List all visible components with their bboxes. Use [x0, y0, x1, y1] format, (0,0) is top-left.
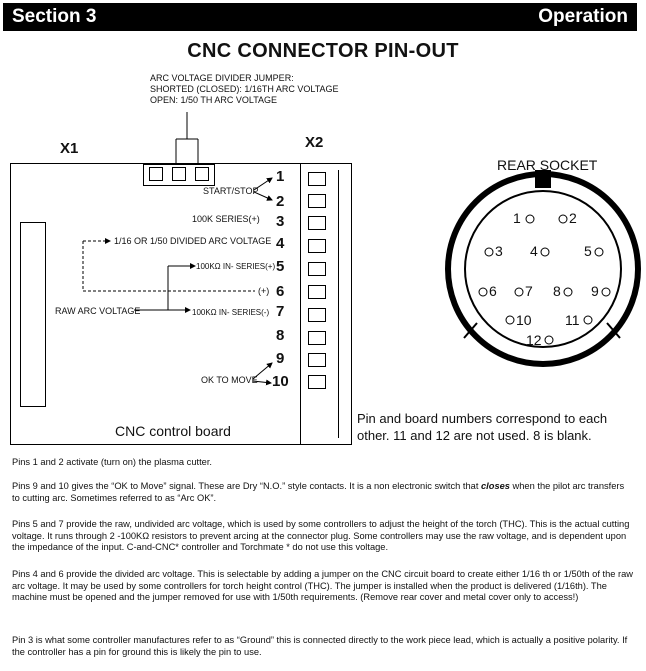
jumper-pin-b: [172, 167, 186, 181]
page-title: CNC CONNECTOR PIN-OUT: [187, 40, 459, 62]
x1-label: X1: [60, 140, 79, 157]
socket-pin-label: 1: [513, 210, 521, 226]
socket-pin-label: 3: [495, 243, 503, 259]
socket-pin-label: 9: [591, 283, 599, 299]
paragraph-pins-4-6: Pins 4 and 6 provide the divided arc vol…: [12, 569, 634, 602]
socket-outer-ring: [445, 171, 641, 367]
label-start-stop: START/STOP: [203, 186, 259, 196]
x2-slot-1: [308, 172, 326, 186]
x2-slot-8: [308, 331, 326, 345]
x2-slot-3: [308, 216, 326, 230]
board-caption: CNC control board: [115, 423, 231, 439]
jumper-note-line1: ARC VOLTAGE DIVIDER JUMPER:: [150, 73, 294, 83]
socket-pin-label: 5: [584, 243, 592, 259]
x2-slot-9: [308, 353, 326, 367]
label-plus: (+): [258, 286, 270, 296]
socket-pin-label: 8: [553, 283, 561, 299]
chapter-label: Operation: [538, 6, 628, 27]
pin-number: 3: [276, 213, 285, 230]
pin-number: 7: [276, 303, 285, 320]
socket-pin-label: 7: [525, 283, 533, 299]
label-divided-voltage: 1/16 OR 1/50 DIVIDED ARC VOLTAGE: [114, 236, 272, 246]
emphasis-closes: closes: [481, 481, 510, 491]
jumper-pin-a: [149, 167, 163, 181]
x2-slot-4: [308, 239, 326, 253]
pin-number: 2: [276, 193, 285, 210]
paragraph-pins-9-10: Pins 9 and 10 gives the “OK to Move” sig…: [12, 481, 634, 504]
socket-pin-label: 10: [516, 312, 532, 328]
socket-pin-label: 6: [489, 283, 497, 299]
x2-connector-block: [300, 163, 352, 445]
paragraph-text: when the pilot arc transfers to cutting …: [12, 481, 625, 503]
x2-slot-6: [308, 285, 326, 299]
x2-slot-7: [308, 308, 326, 322]
x2-slot-2: [308, 194, 326, 208]
x1-connector-rail: [20, 222, 46, 407]
jumper-note-line2: SHORTED (CLOSED): 1/16TH ARC VOLTAGE: [150, 84, 339, 94]
pin-number: 6: [276, 283, 285, 300]
label-raw-arc-voltage: RAW ARC VOLTAGE: [55, 306, 141, 316]
jumper-pin-c: [195, 167, 209, 181]
paragraph-text: Pins 9 and 10 gives the “OK to Move” sig…: [12, 481, 482, 491]
socket-pin-label: 2: [569, 210, 577, 226]
pin-number: 8: [276, 327, 285, 344]
x2-slot-10: [308, 375, 326, 389]
x2-label: X2: [305, 134, 324, 151]
socket-pin-label: 4: [530, 243, 538, 259]
jumper-header: [143, 164, 215, 186]
socket-title: REAR SOCKET: [497, 157, 598, 173]
note-line2: other. 11 and 12 are not used. 8 is blan…: [357, 428, 592, 443]
socket-pin-label: 12: [526, 332, 542, 348]
note-line1: Pin and board numbers correspond to each: [357, 411, 608, 426]
label-in-series-minus: 100KΩ IN- SERIES(-): [192, 308, 270, 317]
label-100k-series: 100K SERIES(+): [192, 214, 260, 224]
x2-divider-line: [338, 170, 339, 438]
pin-number: 5: [276, 258, 285, 275]
pin-number: 1: [276, 168, 285, 185]
paragraph-pin-3: Pin 3 is what some controller manufactur…: [12, 635, 628, 657]
socket-pin-label: 11: [565, 312, 580, 328]
pin-number: 10: [272, 373, 289, 390]
x2-slot-5: [308, 262, 326, 276]
label-ok-to-move: OK TO MOVE: [201, 375, 258, 385]
jumper-note-line3: OPEN: 1/50 TH ARC VOLTAGE: [150, 95, 278, 105]
pin-correspondence-note: Pin and board numbers correspond to each…: [357, 410, 607, 444]
pin-number: 9: [276, 350, 285, 367]
section-label: Section 3: [12, 6, 97, 27]
socket-key: [535, 170, 551, 188]
paragraph-pins-1-2: Pins 1 and 2 activate (turn on) the plas…: [12, 457, 212, 467]
socket-inner-ring: [464, 190, 622, 348]
pin-number: 4: [276, 235, 285, 252]
paragraph-pins-5-7: Pins 5 and 7 provide the raw, undivided …: [12, 519, 630, 552]
section-header-bar: Section 3 Operation: [3, 3, 637, 31]
label-in-series-plus: 100KΩ IN- SERIES(+): [196, 262, 276, 271]
